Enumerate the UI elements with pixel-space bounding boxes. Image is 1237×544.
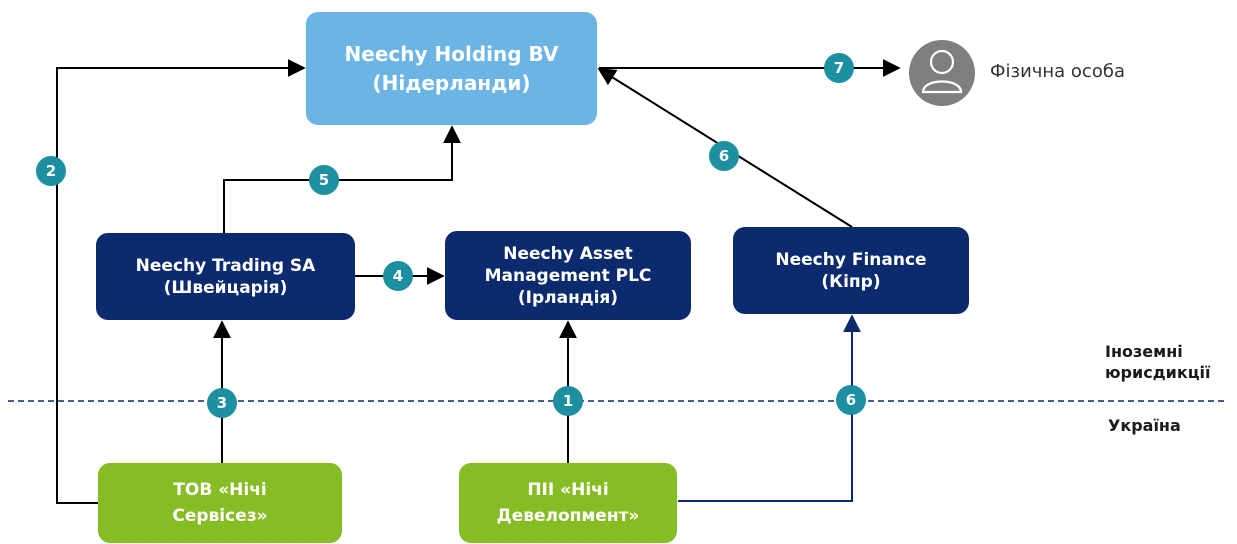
services-entity: ТОВ «Нічі Сервісез»: [98, 463, 342, 543]
trading-entity-country: (Швейцарія): [163, 277, 288, 298]
development-entity: ПІІ «Нічі Девелопмент»: [459, 463, 677, 543]
person-icon: [909, 40, 975, 106]
holding-entity-country: (Нідерланди): [372, 70, 531, 95]
development-entity-name-2: Девелопмент»: [496, 506, 640, 526]
step-badge-7: 7: [824, 53, 854, 83]
finance-entity: Neechy Finance (Кіпр): [733, 227, 969, 314]
holding-entity-name: Neechy Holding BV: [344, 41, 559, 66]
asset-entity-name-1: Neechy Asset: [503, 243, 633, 264]
foreign-jurisdictions-line-1: Іноземні: [1105, 342, 1183, 361]
trading-entity: Neechy Trading SA (Швейцарія): [96, 233, 355, 320]
person-label: Фізична особа: [990, 61, 1125, 82]
holding-entity: Neechy Holding BV (Нідерланди): [306, 12, 597, 125]
step-badge-6-lower: 6: [836, 385, 866, 415]
step-badge-3: 3: [207, 388, 237, 418]
connector-step-6-lower: [678, 314, 861, 502]
step-badge-2: 2: [36, 156, 66, 186]
finance-entity-country: (Кіпр): [821, 271, 881, 292]
step-badge-6-upper: 6: [709, 141, 739, 171]
step-badge-4: 4: [383, 261, 413, 291]
step-badge-5: 5: [309, 165, 339, 195]
trading-entity-name: Neechy Trading SA: [135, 255, 316, 276]
connector-step-2: [56, 59, 306, 504]
asset-entity-name-2: Management PLC: [484, 265, 652, 286]
step-badge-1: 1: [553, 386, 583, 416]
asset-entity: Neechy Asset Management PLC (Ірландія): [445, 231, 691, 320]
foreign-jurisdictions-label: Іноземні юрисдикції: [1105, 341, 1211, 383]
ukraine-label: Україна: [1108, 416, 1181, 435]
finance-entity-name: Neechy Finance: [775, 249, 927, 270]
services-entity-name-1: ТОВ «Нічі: [173, 480, 267, 500]
services-entity-name-2: Сервісез»: [172, 506, 268, 526]
development-entity-name-1: ПІІ «Нічі: [527, 480, 609, 500]
foreign-jurisdictions-line-2: юрисдикції: [1105, 363, 1211, 382]
asset-entity-country: (Ірландія): [517, 287, 619, 308]
